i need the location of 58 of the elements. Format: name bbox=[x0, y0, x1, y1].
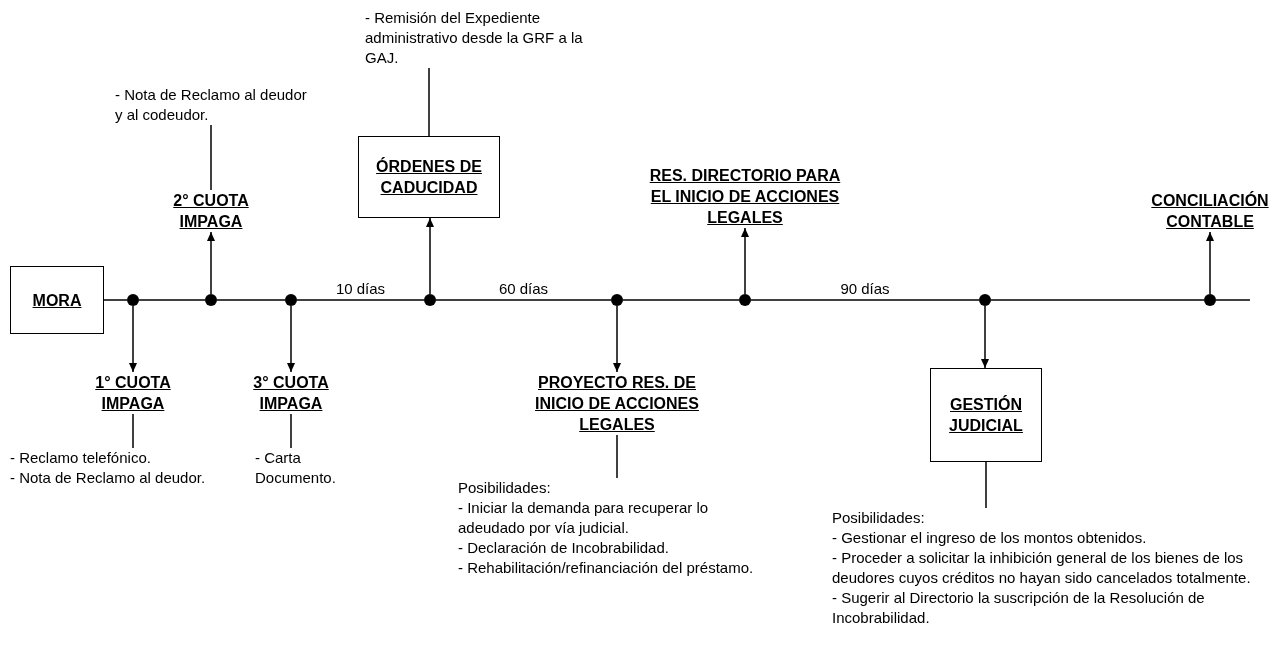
timeline-segment bbox=[296, 299, 425, 301]
milestone-box bbox=[930, 368, 1042, 462]
connector-line bbox=[985, 461, 987, 509]
timeline-segment bbox=[216, 299, 286, 301]
timeline-dot bbox=[739, 294, 751, 306]
note-text: Posibilidades: bbox=[832, 508, 926, 528]
milestone-label: PROYECTO RES. DE INICIO DE ACCIONES LEGALES bbox=[517, 372, 717, 435]
arrow bbox=[1206, 231, 1214, 295]
note-text: - Carta Documento. bbox=[255, 448, 337, 488]
timeline-segment bbox=[750, 299, 980, 301]
timeline-segment bbox=[990, 299, 1205, 301]
note-text: - Sugerir al Directorio la suscripción de la Resolución de Incobrabilidad. bbox=[832, 588, 1206, 628]
timeline-dot bbox=[1204, 294, 1216, 306]
timeline-segment bbox=[1215, 299, 1251, 301]
arrow bbox=[981, 305, 989, 369]
timeline-dot bbox=[979, 294, 991, 306]
timeline-dot bbox=[285, 294, 297, 306]
note-text: - Reclamo telefónico. bbox=[10, 448, 152, 468]
milestone-title: MORA bbox=[31, 290, 83, 311]
note-text: - Remisión del Expediente administrativo desde la GRF a la GAJ. bbox=[365, 8, 584, 68]
timeline-dot bbox=[611, 294, 623, 306]
arrow bbox=[426, 217, 434, 295]
timeline-segment bbox=[138, 299, 206, 301]
timeline-segment bbox=[622, 299, 740, 301]
milestone-label: 3° CUOTA IMPAGA bbox=[231, 372, 351, 414]
milestone-label: CONCILIACIÓN CONTABLE bbox=[1130, 190, 1281, 232]
note-text: Posibilidades: bbox=[458, 478, 552, 498]
connector-line bbox=[290, 413, 292, 449]
milestone-box bbox=[10, 266, 104, 334]
milestone-label: 1° CUOTA IMPAGA bbox=[73, 372, 193, 414]
milestone-title: ÓRDENES DE CADUCIDAD bbox=[375, 156, 483, 198]
connector-line bbox=[210, 124, 212, 191]
connector-line bbox=[132, 413, 134, 449]
note-text: - Declaración de Incobrabilidad. bbox=[458, 538, 670, 558]
timeline-dot bbox=[424, 294, 436, 306]
note-text: - Proceder a solicitar la inhibición general de los bienes de los deudores cuyos créditos no hayan sido cancelados totalmente. bbox=[832, 548, 1252, 588]
arrow bbox=[741, 227, 749, 295]
connector-line bbox=[428, 67, 430, 137]
note-text: - Rehabilitación/refinanciación del préstamo. bbox=[458, 558, 755, 578]
note-text: - Gestionar el ingreso de los montos obtenidos. bbox=[832, 528, 1148, 548]
edge-label: 90 días bbox=[838, 280, 892, 297]
arrow bbox=[129, 305, 137, 373]
timeline-dot bbox=[205, 294, 217, 306]
edge-label: 60 días bbox=[496, 280, 551, 297]
note-text: - Nota de Reclamo al deudor. bbox=[10, 468, 207, 488]
connector-line bbox=[616, 434, 618, 479]
milestone-box bbox=[358, 136, 500, 218]
arrow bbox=[207, 231, 215, 295]
timeline-segment bbox=[103, 299, 128, 301]
milestone-title: GESTIÓN JUDICIAL bbox=[948, 394, 1024, 436]
milestone-label: RES. DIRECTORIO PARA EL INICIO DE ACCIONES LEGALES bbox=[645, 165, 845, 228]
timeline-dot bbox=[127, 294, 139, 306]
arrow bbox=[613, 305, 621, 373]
timeline-segment bbox=[435, 299, 612, 301]
note-text: - Nota de Reclamo al deudor y al codeudor. bbox=[115, 85, 308, 125]
note-text: - Iniciar la demanda para recuperar lo adeudado por vía judicial. bbox=[458, 498, 710, 538]
milestone-label: 2° CUOTA IMPAGA bbox=[151, 190, 271, 232]
arrow bbox=[287, 305, 295, 373]
